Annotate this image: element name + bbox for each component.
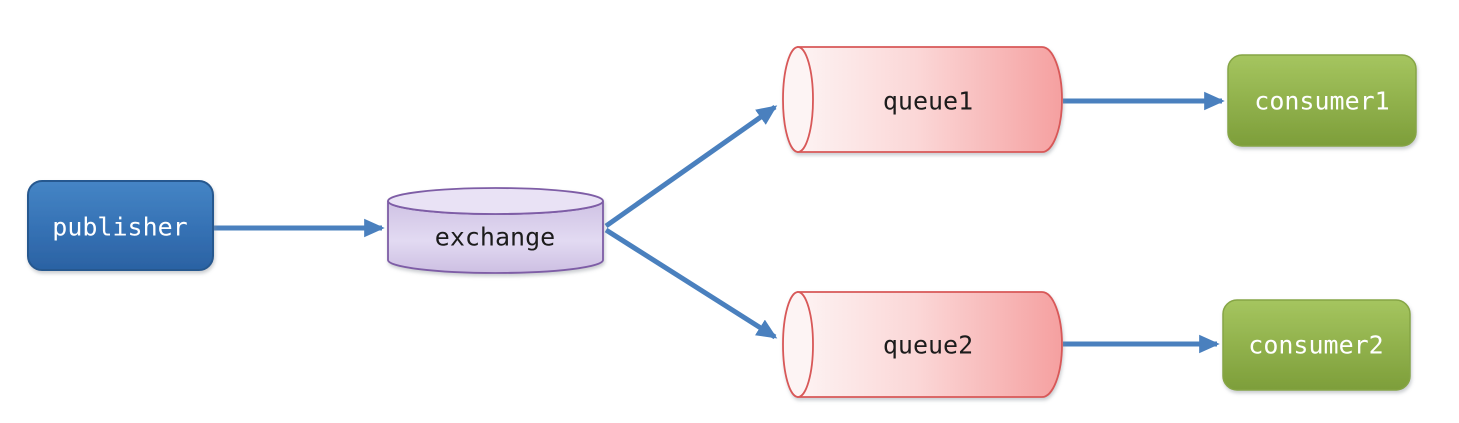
- consumer1-shape: [1227, 54, 1417, 147]
- queue1-label: queue1: [883, 87, 973, 116]
- consumer2-node: consumer2: [1222, 299, 1411, 391]
- queue1-cylinder-body: [797, 46, 1063, 153]
- consumer2-label: consumer2: [1248, 331, 1383, 360]
- publisher-node: publisher: [27, 180, 214, 271]
- queue1-cylinder-cap: [782, 46, 814, 153]
- publisher-shape: [27, 180, 214, 271]
- consumer1-node: consumer1: [1227, 54, 1417, 147]
- consumer2-shape: [1222, 299, 1411, 391]
- consumer1-label: consumer1: [1254, 87, 1389, 116]
- exchange-node: exchange: [387, 187, 604, 274]
- queue2-node: queue2: [782, 291, 1063, 398]
- edges-layer: [213, 91, 1225, 354]
- queue2-cylinder-body: [797, 291, 1063, 398]
- arrow-exchange-to-queue2: [604, 227, 778, 340]
- publisher-label: publisher: [52, 213, 187, 242]
- exchange-cylinder-top: [387, 187, 604, 215]
- queue1-node: queue1: [782, 46, 1063, 153]
- arrow-exchange-to-queue1: [604, 104, 778, 229]
- queue2-cylinder-cap: [782, 291, 814, 398]
- exchange-label: exchange: [435, 223, 555, 252]
- queue2-label: queue2: [883, 331, 973, 360]
